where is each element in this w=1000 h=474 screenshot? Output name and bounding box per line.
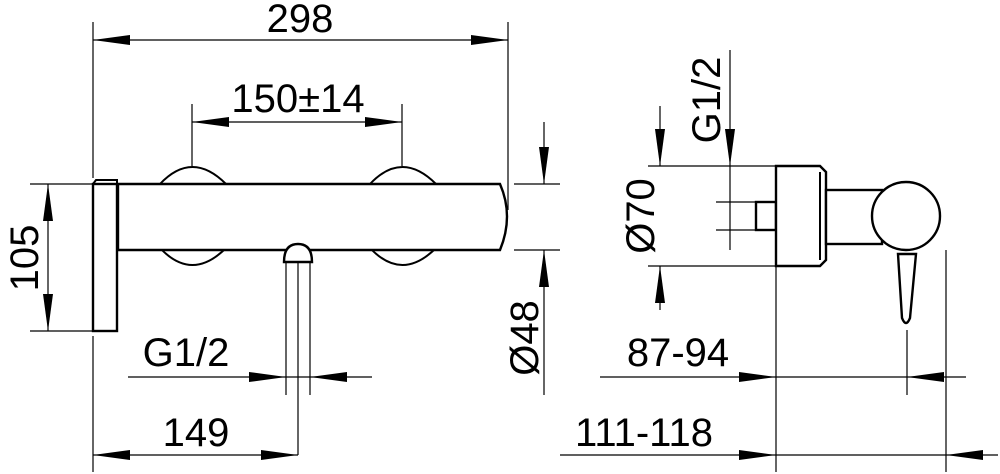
dim-flange-diameter: Ø70 [619,106,776,310]
projection-short-label: 87-94 [627,331,729,375]
dim-handle-spacing: 150±14 [191,77,403,166]
mixer-body [116,182,509,252]
dim-projection-long: 111-118 [560,250,998,472]
outlet-connector [282,242,314,264]
outlet-thread-label: G1/2 [143,331,230,375]
handle-spacing-label: 150±14 [231,77,364,121]
lever-knob [870,180,942,252]
flange [774,164,828,268]
thread-stub [754,200,778,232]
overall-width-label: 298 [267,0,334,41]
dim-outlet-offset: 149 [92,336,298,472]
wall-plate-top [92,179,118,185]
height-label: 105 [3,225,47,292]
dim-outlet-thread: G1/2 [128,331,372,382]
dim-height: 105 [3,183,93,332]
flange-diameter-label: Ø70 [619,178,663,254]
dim-body-diameter: Ø48 [503,122,560,395]
front-view [91,166,509,455]
dim-side-thread: G1/2 [685,50,756,250]
projection-long-label: 111-118 [575,411,713,455]
wall-plate [91,182,119,333]
left-knob [159,166,227,185]
dim-overall-width: 298 [92,0,509,210]
outlet-offset-label: 149 [163,411,230,455]
side-thread-label: G1/2 [685,57,729,144]
body-diameter-label: Ø48 [503,300,547,376]
left-knob-bottom [159,247,227,266]
right-knob [369,166,437,185]
dim-projection-short: 87-94 [600,266,966,472]
lever-handle [896,252,918,325]
right-knob-bottom [369,247,437,266]
side-view [754,164,942,395]
